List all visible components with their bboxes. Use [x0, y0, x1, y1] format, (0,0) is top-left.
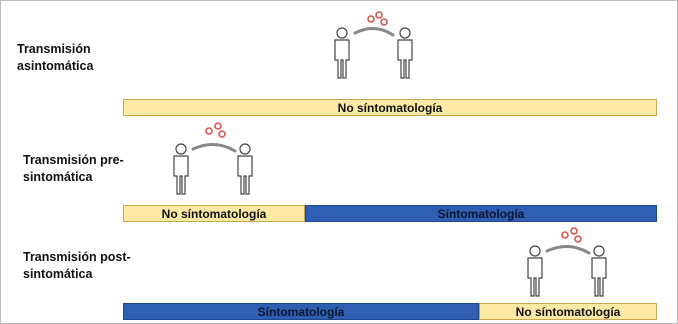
person-icon — [237, 143, 253, 195]
person-icon — [334, 27, 350, 79]
phase-bar-no-symptoms: No síntomatología — [123, 205, 305, 222]
phase-bar-no-symptoms: No síntomatología — [123, 99, 657, 116]
virus-particles-icon — [205, 122, 226, 138]
virus-particles-icon — [561, 227, 582, 243]
row-label-postsymptomatic: Transmisión post- sintomática — [23, 250, 131, 281]
transmission-scene-presymptomatic — [173, 122, 253, 195]
transmission-arrow-icon — [545, 245, 591, 255]
virus-particles-icon — [367, 11, 388, 26]
person-icon — [397, 27, 413, 79]
phase-bar-no-symptoms: No síntomatología — [479, 303, 657, 320]
person-icon — [527, 245, 543, 297]
row-label-asymptomatic: Transmisión asintomática — [17, 42, 94, 73]
transmission-scene-asymptomatic — [334, 11, 413, 79]
transmission-arrow-icon — [191, 143, 237, 153]
phase-bar-symptoms: Síntomatología — [123, 303, 479, 320]
row-label-presymptomatic: Transmisión pre- sintomática — [23, 153, 124, 184]
transmission-arrow-icon — [353, 27, 395, 37]
person-icon — [591, 245, 607, 297]
transmission-scene-postsymptomatic — [527, 227, 607, 297]
person-icon — [173, 143, 189, 195]
phase-bar-symptoms: Síntomatología — [305, 205, 657, 222]
